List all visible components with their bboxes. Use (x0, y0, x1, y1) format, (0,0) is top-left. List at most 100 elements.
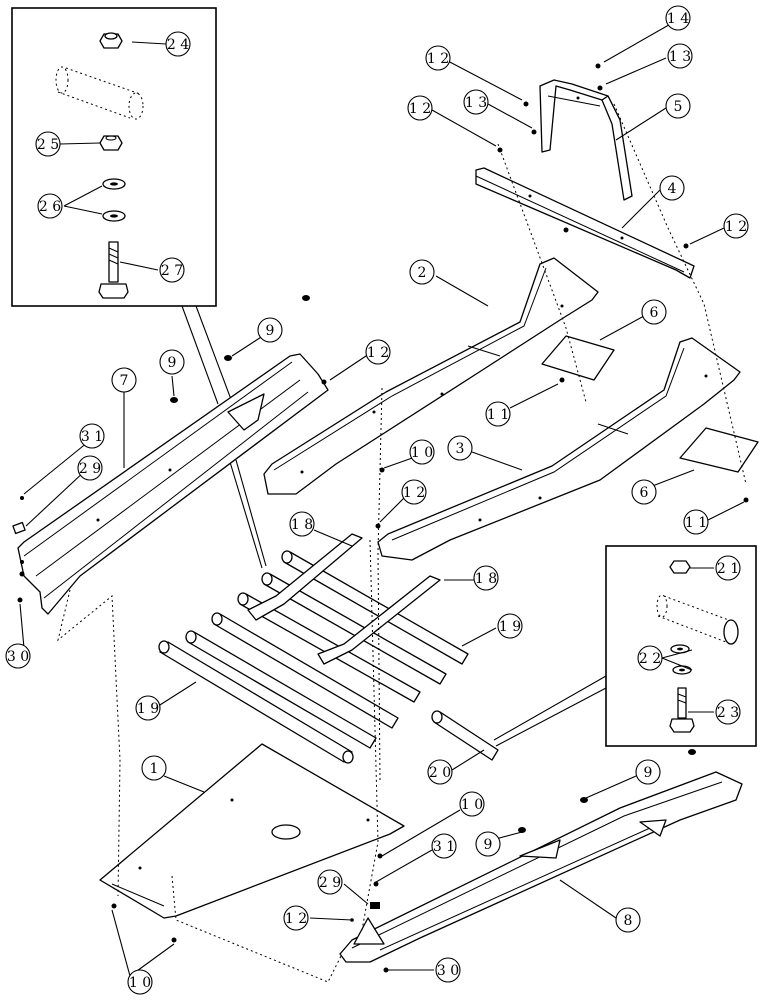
inset-hardware-detail-left (11, 7, 217, 307)
strap-18b (317, 575, 441, 665)
callout-29-left: 2 9 (77, 455, 103, 481)
callout-2: 2 (409, 259, 435, 285)
callout-leaders (19, 21, 745, 977)
callout-8: 8 (615, 907, 641, 933)
callout-10-bottom-label: 1 0 (129, 975, 151, 991)
callout-31-center: 3 1 (431, 833, 457, 859)
callout-21: 2 1 (715, 555, 741, 581)
callout-8-label: 8 (624, 913, 633, 929)
callout-9-left-label: 9 (168, 355, 177, 371)
callout-13-mid: 1 3 (463, 89, 489, 115)
callout-29-left-label: 2 9 (79, 461, 101, 477)
side-rail-7 (12, 353, 329, 615)
deflector-plate-6a (541, 335, 615, 381)
angle-bar-4 (475, 167, 695, 279)
callout-12-right: 1 2 (723, 213, 749, 239)
callout-3-label: 3 (456, 441, 465, 457)
callout-24: 2 4 (165, 31, 191, 57)
callout-12-top-label: 1 2 (427, 51, 449, 67)
callout-22-label: 2 2 (639, 651, 661, 667)
cross-tubes-19 (158, 550, 499, 764)
callout-13-top-label: 1 3 (669, 49, 691, 65)
callout-29-center: 2 9 (317, 869, 343, 895)
callout-12-left-label: 1 2 (409, 101, 431, 117)
bolt-23 (669, 687, 695, 733)
callout-23-label: 2 3 (717, 705, 739, 721)
callout-11-lower: 1 1 (683, 509, 709, 535)
callout-12-top: 1 2 (425, 45, 451, 71)
callout-27: 2 7 (159, 257, 185, 283)
callout-7-label: 7 (120, 373, 129, 389)
callout-4: 4 (659, 175, 685, 201)
callout-1: 1 (141, 755, 167, 781)
callout-4-label: 4 (668, 181, 677, 197)
callout-9-right: 9 (635, 759, 661, 785)
support-bracket-5 (539, 79, 633, 201)
floor-plate-1 (99, 743, 405, 919)
callout-10-upper-label: 1 0 (411, 445, 433, 461)
callout-30-bottom: 3 0 (435, 957, 461, 983)
callout-30-left: 3 0 (5, 643, 31, 669)
callout-9-left: 9 (159, 349, 185, 375)
callout-12-center-label: 1 2 (403, 485, 425, 501)
callout-9-upper-label: 9 (266, 323, 275, 339)
callout-19-right-label: 1 9 (499, 619, 521, 635)
callout-13-mid-label: 1 3 (465, 95, 487, 111)
callout-12-left: 1 2 (407, 95, 433, 121)
floor-pan-3 (377, 337, 741, 561)
deflector-plate-6b (679, 427, 759, 473)
callout-22: 2 2 (637, 645, 663, 671)
callout-20-label: 2 0 (429, 765, 451, 781)
floor-pan-2 (263, 257, 599, 495)
callout-19-right: 1 9 (497, 613, 523, 639)
callout-13-top: 1 3 (667, 43, 693, 69)
callout-25-label: 2 5 (37, 137, 59, 153)
callout-24-label: 2 4 (167, 37, 189, 53)
tube-phantom (57, 67, 141, 119)
callout-30-left-label: 3 0 (7, 649, 29, 665)
callout-23: 2 3 (715, 699, 741, 725)
callout-18-lower-label: 1 8 (475, 571, 497, 587)
callout-11-lower-label: 1 1 (685, 515, 707, 531)
callout-14: 1 4 (665, 5, 691, 31)
callout-12-center: 1 2 (401, 479, 427, 505)
callout-9-right-label: 9 (644, 765, 653, 781)
callout-6-upper: 6 (641, 299, 667, 325)
callout-12-bottom: 1 2 (283, 905, 309, 931)
callout-21-label: 2 1 (717, 561, 739, 577)
callout-6-upper-label: 6 (650, 305, 659, 321)
callout-18-upper: 1 8 (289, 511, 315, 537)
callout-20: 2 0 (427, 759, 453, 785)
callout-25: 2 5 (35, 131, 61, 157)
callout-6-lower-label: 6 (640, 485, 649, 501)
callout-1-label: 1 (150, 761, 159, 777)
callout-10-upper: 1 0 (409, 439, 435, 465)
callout-3: 3 (447, 435, 473, 461)
callout-5: 5 (665, 93, 691, 119)
short-tube-20 (433, 711, 499, 761)
bolt-27 (98, 241, 129, 299)
callout-19-left-label: 1 9 (137, 701, 159, 717)
callout-9-upper: 9 (257, 317, 283, 343)
callout-31-left-label: 3 1 (81, 429, 103, 445)
callout-30-bottom-label: 3 0 (437, 963, 459, 979)
callout-10-center-label: 1 0 (461, 797, 483, 813)
callout-29-center-label: 2 9 (319, 875, 341, 891)
callout-12-bottom-label: 1 2 (285, 911, 307, 927)
hex-nut-25 (99, 135, 123, 151)
callout-12-mid-label: 1 2 (367, 345, 389, 361)
lock-nut-21 (669, 560, 691, 574)
callout-14-label: 1 4 (667, 11, 689, 27)
side-rail-8 (339, 771, 743, 963)
callout-9-center-label: 9 (484, 837, 493, 853)
callout-5-label: 5 (674, 99, 683, 115)
callout-18-lower: 1 8 (473, 565, 499, 591)
callout-31-left: 3 1 (79, 423, 105, 449)
callout-26: 2 6 (37, 193, 63, 219)
callout-10-center: 1 0 (459, 791, 485, 817)
callout-6-lower: 6 (631, 479, 657, 505)
callout-27-label: 2 7 (161, 263, 183, 279)
callout-26-label: 2 6 (39, 199, 61, 215)
callout-2-label: 2 (418, 265, 427, 281)
